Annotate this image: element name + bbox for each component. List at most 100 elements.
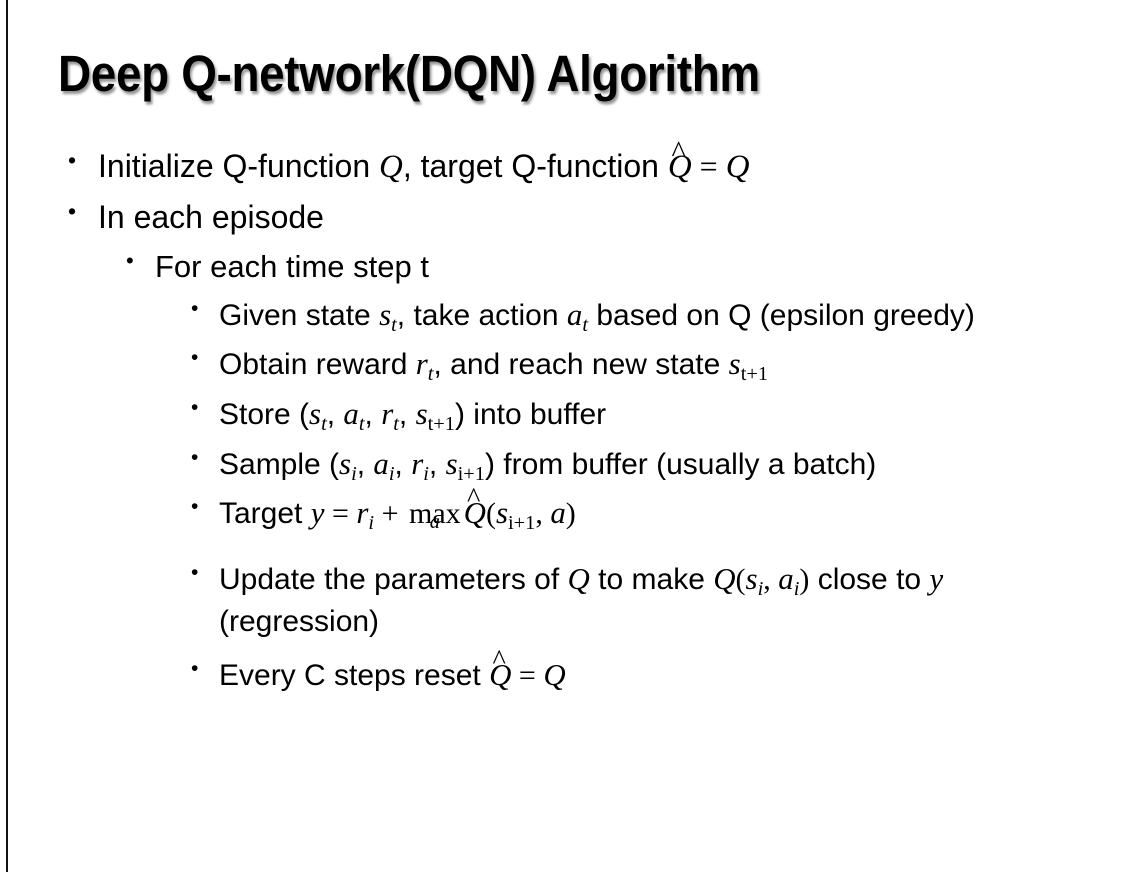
- math-var: a: [566, 296, 583, 332]
- bullet-reset-text: Every C steps reset ^Q = Q: [219, 646, 1098, 695]
- math-subscript: t+1: [427, 413, 455, 436]
- math-var: s: [379, 296, 392, 332]
- math-q-base: Q: [667, 149, 692, 185]
- math-subscript: t: [427, 363, 434, 386]
- math-q2: Q: [713, 560, 736, 596]
- math-s-t: st: [309, 396, 327, 435]
- bullet-update: • Update the parameters of Q to make Q(s…: [58, 559, 1098, 642]
- bullet-sample-text: Sample (si, ai, ri, si+1) from buffer (u…: [219, 444, 1098, 488]
- math-r-i: ri: [411, 445, 429, 485]
- math-paren-open: (: [485, 497, 496, 531]
- math-var: s: [309, 396, 322, 432]
- text-segment: , and reach new state: [433, 348, 729, 382]
- math-subscript: i+1: [507, 512, 536, 535]
- math-q: Q: [379, 149, 403, 185]
- math-a: a: [550, 495, 566, 531]
- math-y: y: [929, 560, 944, 596]
- text-segment: to make: [589, 562, 714, 596]
- text-segment: Target: [219, 497, 311, 531]
- bullet-in-each-episode: • In each episode: [58, 197, 1098, 238]
- math-q-hat: ^Q: [667, 137, 692, 188]
- bullet-reset-target-network: • Every C steps reset ^Q = Q: [58, 646, 1098, 695]
- math-q-hat: ^Q: [489, 646, 512, 695]
- math-paren-close: ): [565, 497, 576, 531]
- bullet-marker: •: [191, 445, 199, 469]
- math-y: y: [310, 495, 325, 531]
- text-segment: Update the parameters of: [219, 562, 568, 596]
- bullet-marker: •: [126, 248, 134, 274]
- math-var: s: [445, 445, 458, 481]
- math-subscript: i: [368, 512, 375, 535]
- math-var: r: [381, 396, 394, 432]
- bullet-marker: •: [191, 560, 199, 584]
- math-comma: ,: [763, 562, 779, 596]
- bullet-obtain-reward-text: Obtain reward rt, and reach new state st…: [219, 344, 1098, 388]
- math-q-base: Q: [463, 495, 486, 531]
- math-subscript: i: [423, 462, 429, 485]
- math-var: s: [415, 396, 428, 432]
- math-paren-close: ): [799, 562, 810, 596]
- bullet-for-each-time-step: • For each time step t: [58, 247, 1098, 287]
- math-a-t: at: [343, 396, 364, 435]
- text-segment: Obtain reward: [219, 348, 416, 382]
- text-segment: Given state: [219, 298, 380, 332]
- math-s-t: st: [379, 296, 397, 336]
- math-subscript: i+1: [457, 462, 485, 485]
- math-var: s: [728, 346, 741, 382]
- math-s-i: si: [745, 560, 764, 600]
- math-a-t: at: [566, 296, 588, 336]
- math-q2: Q: [725, 149, 750, 185]
- math-q-base: Q: [489, 657, 512, 693]
- text-segment: ,: [356, 447, 374, 481]
- text-segment: , target Q-function: [402, 148, 668, 184]
- bullet-update-text: Update the parameters of Q to make Q(si,…: [219, 559, 1098, 642]
- math-var: r: [415, 346, 428, 382]
- math-subscript: i: [757, 577, 764, 600]
- math-q: Q: [543, 657, 566, 693]
- math-r-t: rt: [381, 396, 399, 435]
- text-segment: based on Q (epsilon greedy): [588, 298, 975, 332]
- bullet-marker: •: [191, 657, 199, 681]
- math-var: s: [745, 560, 758, 596]
- math-var: a: [343, 396, 359, 432]
- math-paren-open: (: [735, 562, 746, 596]
- text-segment: ,: [428, 447, 446, 481]
- math-subscript: t+1: [740, 363, 769, 386]
- bullet-store: • Store (st, at, rt, st+1) into buffer: [58, 394, 1098, 438]
- text-segment: ,: [398, 398, 416, 432]
- text-segment: ,: [364, 398, 382, 432]
- bullet-in-each-episode-text: In each episode: [98, 199, 324, 236]
- bullet-initialize: • Initialize Q-function Q, target Q-func…: [58, 137, 1098, 188]
- math-subscript: t: [582, 313, 589, 336]
- text-segment: Initialize Q-function: [98, 148, 380, 184]
- math-var: a: [373, 445, 389, 481]
- slide-body: • Initialize Q-function Q, target Q-func…: [58, 137, 1098, 702]
- bullet-marker: •: [68, 147, 77, 173]
- math-op-subscript: a: [429, 510, 440, 533]
- bullet-obtain-reward: • Obtain reward rt, and reach new state …: [58, 344, 1098, 388]
- math-q-hat: ^Q: [463, 484, 486, 533]
- text-segment: ) from buffer (usually a batch): [484, 447, 877, 481]
- math-s-i: si: [339, 446, 357, 485]
- math-equals: =: [691, 148, 726, 184]
- math-var: r: [356, 495, 369, 531]
- bullet-marker: •: [191, 495, 199, 519]
- math-plus: +: [374, 497, 406, 531]
- math-subscript: i: [388, 462, 395, 485]
- bullet-marker: •: [191, 296, 199, 320]
- math-var: r: [411, 445, 424, 481]
- text-segment: Sample (: [219, 447, 340, 481]
- math-s-t1: st+1: [728, 346, 768, 385]
- text-segment: (regression): [219, 605, 380, 639]
- text-segment: , take action: [396, 298, 567, 332]
- text-segment: Every C steps reset: [219, 659, 490, 693]
- bullet-store-text: Store (st, at, rt, st+1) into buffer: [219, 394, 1098, 438]
- bullet-marker: •: [191, 346, 199, 370]
- math-equals: =: [324, 497, 357, 531]
- text-segment: ,: [394, 447, 412, 481]
- math-subscript: t: [321, 413, 327, 436]
- math-subscript: i: [351, 462, 357, 485]
- math-subscript: i: [793, 577, 800, 600]
